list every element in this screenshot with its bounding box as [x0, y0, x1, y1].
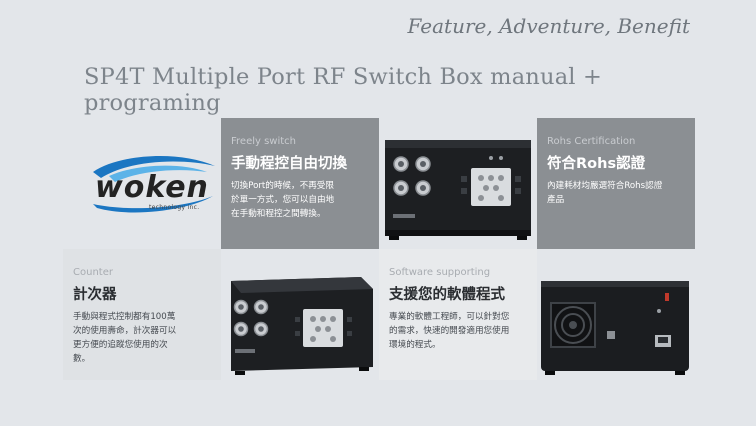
feature-freely-switch: Freely switch 手動程控自由切換 切換Port的時候，不再受限 於單… [221, 118, 379, 249]
rf-switch-front-image [379, 118, 537, 249]
feature-line: 次的使用壽命，計次器可以 [73, 326, 177, 336]
feature-heading: 支援您的軟體程式 [389, 287, 505, 303]
logo-wordmark: woken [95, 170, 209, 205]
feature-line: 更方便的追蹤您使用的次 [73, 340, 168, 350]
feature-description: 內建耗材均嚴選符合Rohs認證 產品 [547, 179, 687, 207]
feature-heading: 手動程控自由切換 [231, 156, 347, 172]
tagline: Feature, Adventure, Benefit [407, 14, 691, 38]
feature-caption: Software supporting [389, 267, 491, 278]
feature-line: 的需求，快速的開發適用您使用 [389, 326, 510, 336]
page-title: SP4T Multiple Port RF Switch Box manual … [84, 64, 603, 116]
rf-switch-back-image [537, 249, 695, 380]
logo-swoosh-icon [93, 155, 215, 213]
feature-line: 專業的軟體工程師，可以針對您 [389, 312, 510, 322]
feature-line: 在手動和程控之間轉換。 [231, 209, 326, 219]
woken-logo: woken technology inc. [89, 148, 219, 218]
feature-software: Software supporting 支援您的軟體程式 專業的軟體工程師，可以… [379, 249, 537, 380]
feature-line: 數。 [73, 354, 91, 364]
logo-tile: woken technology inc. [63, 118, 221, 249]
feature-line: 於單一方式，您可以自由地 [231, 195, 335, 205]
rf-switch-angle-image [221, 249, 379, 380]
feature-heading: 符合Rohs認證 [547, 156, 646, 172]
feature-heading: 計次器 [73, 287, 117, 303]
feature-line: 產品 [547, 195, 565, 205]
feature-description: 專業的軟體工程師，可以針對您 的需求，快速的開發適用您使用 環境的程式。 [389, 310, 529, 352]
feature-caption: Rohs Certification [547, 136, 636, 147]
feature-line: 環境的程式。 [389, 340, 441, 350]
feature-rohs: Rohs Certification 符合Rohs認證 內建耗材均嚴選符合Roh… [537, 118, 695, 249]
feature-description: 切換Port的時候，不再受限 於單一方式，您可以自由地 在手動和程控之間轉換。 [231, 179, 371, 221]
feature-line: 內建耗材均嚴選符合Rohs認證 [547, 181, 663, 191]
feature-caption: Freely switch [231, 136, 297, 147]
feature-description: 手動與程式控制都有100萬 次的使用壽命，計次器可以 更方便的追蹤您使用的次 數… [73, 310, 213, 366]
feature-line: 切換Port的時候，不再受限 [231, 181, 334, 191]
logo-subtitle: technology inc. [149, 204, 200, 211]
feature-line: 手動與程式控制都有100萬 [73, 312, 176, 322]
feature-caption: Counter [73, 267, 113, 278]
feature-counter: Counter 計次器 手動與程式控制都有100萬 次的使用壽命，計次器可以 更… [63, 249, 221, 380]
